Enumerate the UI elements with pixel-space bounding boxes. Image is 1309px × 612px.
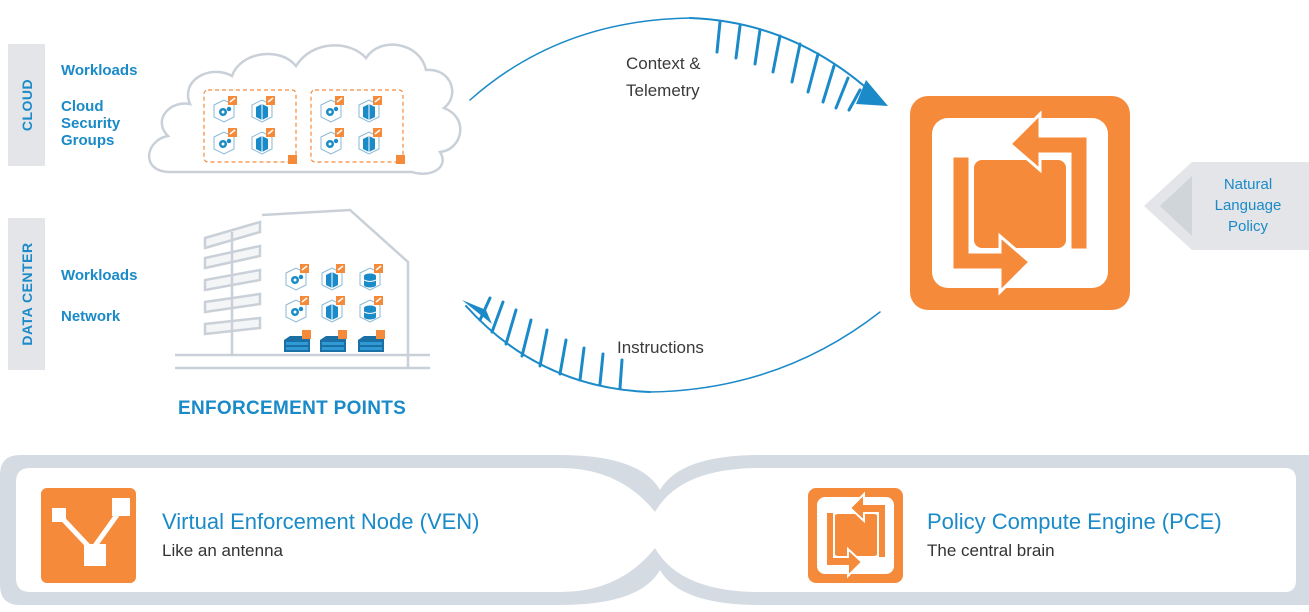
network-switch-icon bbox=[358, 330, 385, 352]
policy-line2: Language bbox=[1214, 197, 1282, 214]
pce-small-icon bbox=[808, 488, 903, 583]
cloud-workloads-label: Workloads bbox=[61, 62, 138, 79]
pce-title: Policy Compute Engine (PCE) bbox=[927, 509, 1222, 534]
legend-band bbox=[0, 455, 1309, 605]
network-switch-icon bbox=[284, 330, 311, 352]
cloud-label-line2: Security bbox=[61, 115, 121, 132]
network-switch-icon bbox=[320, 330, 347, 352]
diagram-illustration bbox=[147, 17, 1192, 393]
gear-server-icon bbox=[285, 295, 310, 323]
context-arrow-head bbox=[856, 80, 888, 106]
storage-server-icon bbox=[321, 263, 346, 291]
natural-language-policy-box bbox=[1192, 162, 1309, 250]
pce-loop-icon bbox=[910, 96, 1130, 310]
dc-workloads-label: Workloads bbox=[61, 267, 138, 284]
data-center-tab: DATA CENTER bbox=[8, 218, 45, 370]
cloud-label-line3: Groups bbox=[61, 132, 115, 149]
cloud-tab: CLOUD bbox=[8, 44, 45, 166]
instructions-label: Instructions bbox=[617, 338, 704, 357]
pce-subtitle: The central brain bbox=[927, 541, 1055, 560]
data-center-building bbox=[175, 208, 430, 370]
policy-line3: Policy bbox=[1227, 218, 1268, 235]
policy-line1: Natural bbox=[1223, 176, 1273, 193]
ven-node-icon bbox=[41, 488, 136, 583]
context-telemetry-arc bbox=[469, 17, 885, 112]
ven-title: Virtual Enforcement Node (VEN) bbox=[162, 509, 480, 534]
cloud-outline bbox=[147, 43, 462, 175]
cloud-label-line1: Cloud bbox=[61, 98, 104, 115]
enforcement-points-title: ENFORCEMENT POINTS bbox=[178, 398, 407, 419]
dc-network-label: Network bbox=[61, 308, 121, 325]
database-server-icon bbox=[359, 263, 384, 291]
instructions-arc bbox=[465, 296, 881, 393]
context-label-line2: Telemetry bbox=[626, 81, 700, 100]
storage-server-icon bbox=[321, 295, 346, 323]
natural-language-policy-label: Natural Language Policy bbox=[1196, 174, 1300, 237]
ven-subtitle: Like an antenna bbox=[162, 541, 283, 560]
database-server-icon bbox=[359, 295, 384, 323]
gear-server-icon bbox=[285, 263, 310, 291]
context-label-line1: Context & bbox=[626, 54, 701, 73]
instructions-arrow-head bbox=[462, 300, 492, 324]
